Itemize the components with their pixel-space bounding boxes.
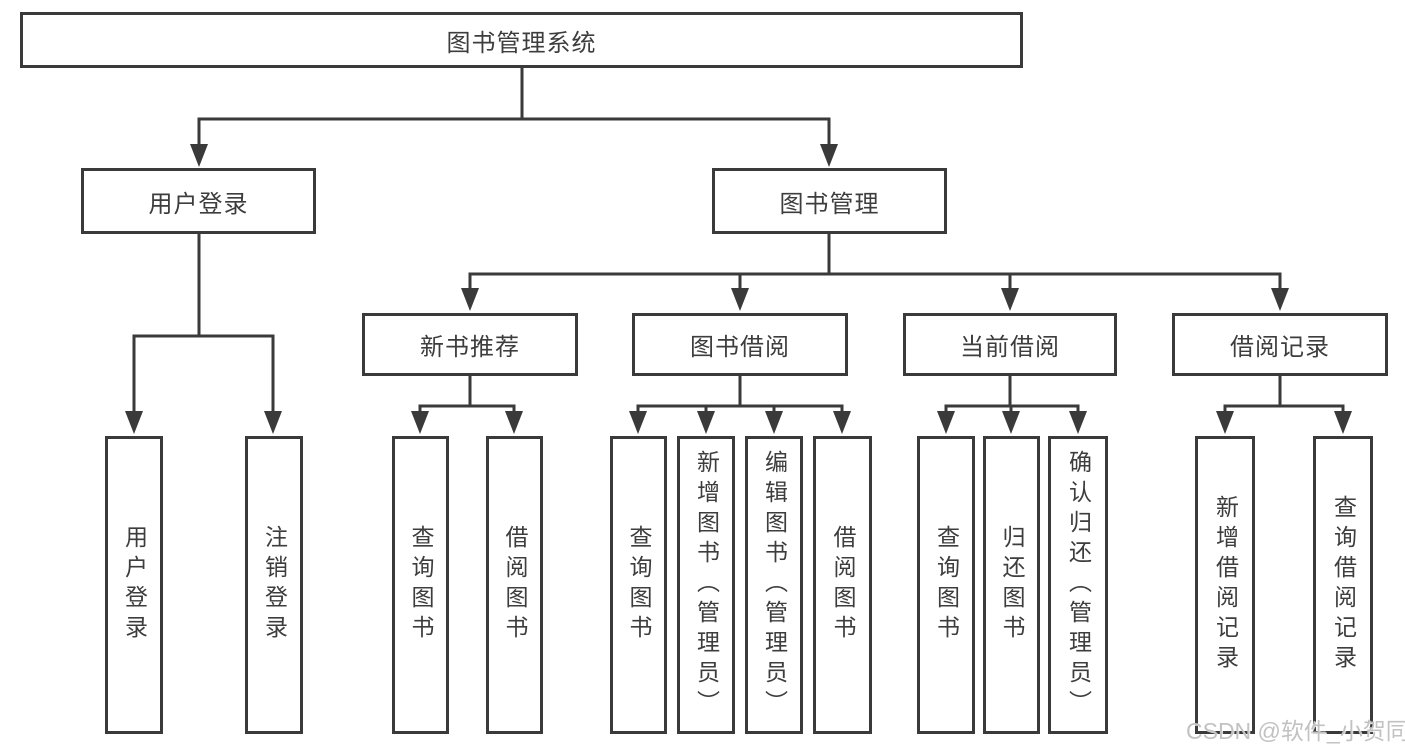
node-user-login: 用户登录 — [81, 168, 316, 234]
node-label: 借阅图书 — [502, 525, 528, 645]
connector-bookborrow-to-leaves — [636, 376, 844, 413]
node-label: 当前借阅 — [960, 334, 1060, 361]
leaf-return-book: 归还图书 — [983, 436, 1040, 734]
node-book-management: 图书管理 — [712, 168, 947, 234]
connector-borrowrecords-to-leaves — [1223, 376, 1345, 413]
node-label: 新增借阅记录 — [1212, 495, 1239, 675]
connector-newbookrec-to-leaves — [418, 376, 516, 413]
node-label: 归还图书 — [999, 525, 1025, 645]
node-label: 查询图书 — [408, 525, 434, 645]
watermark: CSDN @软件_小贺同学 — [1186, 718, 1405, 744]
connector-userlogin-to-leaves — [132, 234, 275, 413]
leaf-user-login: 用户登录 — [105, 436, 163, 734]
node-label: 用户登录 — [121, 525, 148, 645]
node-label: 查询借阅记录 — [1330, 495, 1357, 675]
node-label: 图书管理系统 — [446, 29, 597, 57]
node-label: 借阅图书 — [830, 525, 856, 645]
arrowheads — [125, 144, 1352, 434]
leaf-add-borrow-record: 新增借阅记录 — [1195, 436, 1255, 734]
node-label: 确认归还（管理员） — [1065, 450, 1092, 720]
leaf-borrow-books-1: 借阅图书 — [486, 436, 543, 734]
node-book-borrowing: 图书借阅 — [632, 313, 848, 376]
node-label: 用户登录 — [148, 190, 249, 218]
leaf-borrow-books-2: 借阅图书 — [813, 436, 872, 734]
leaf-logout: 注销登录 — [245, 436, 303, 734]
node-current-borrowing: 当前借阅 — [903, 313, 1117, 376]
node-label: 编辑图书（管理员） — [761, 450, 788, 720]
leaf-edit-book-admin: 编辑图书（管理员） — [745, 436, 803, 734]
node-root-system: 图书管理系统 — [20, 12, 1023, 68]
node-label: 查询图书 — [933, 525, 960, 645]
leaf-query-books-3: 查询图书 — [917, 436, 975, 734]
connector-currentborrow-to-leaves — [944, 376, 1080, 413]
leaf-add-book-admin: 新增图书（管理员） — [677, 436, 735, 734]
node-label: 查询图书 — [626, 525, 652, 645]
node-label: 图书管理 — [779, 190, 880, 218]
connector-bookmgmt-to-level3 — [468, 234, 1282, 290]
node-label: 借阅记录 — [1230, 334, 1330, 361]
node-borrowing-records: 借阅记录 — [1172, 313, 1388, 376]
node-label: 新增图书（管理员） — [693, 450, 720, 720]
node-label: 新书推荐 — [420, 334, 520, 361]
connector-root-to-level2 — [197, 68, 831, 146]
leaf-query-books-1: 查询图书 — [392, 436, 449, 734]
node-label: 图书借阅 — [690, 334, 790, 361]
node-new-book-recommend: 新书推荐 — [362, 313, 578, 376]
node-label: 注销登录 — [261, 525, 288, 645]
leaf-query-books-2: 查询图书 — [610, 436, 667, 734]
leaf-confirm-return-admin: 确认归还（管理员） — [1048, 436, 1108, 734]
leaf-query-borrow-record: 查询借阅记录 — [1313, 436, 1373, 734]
